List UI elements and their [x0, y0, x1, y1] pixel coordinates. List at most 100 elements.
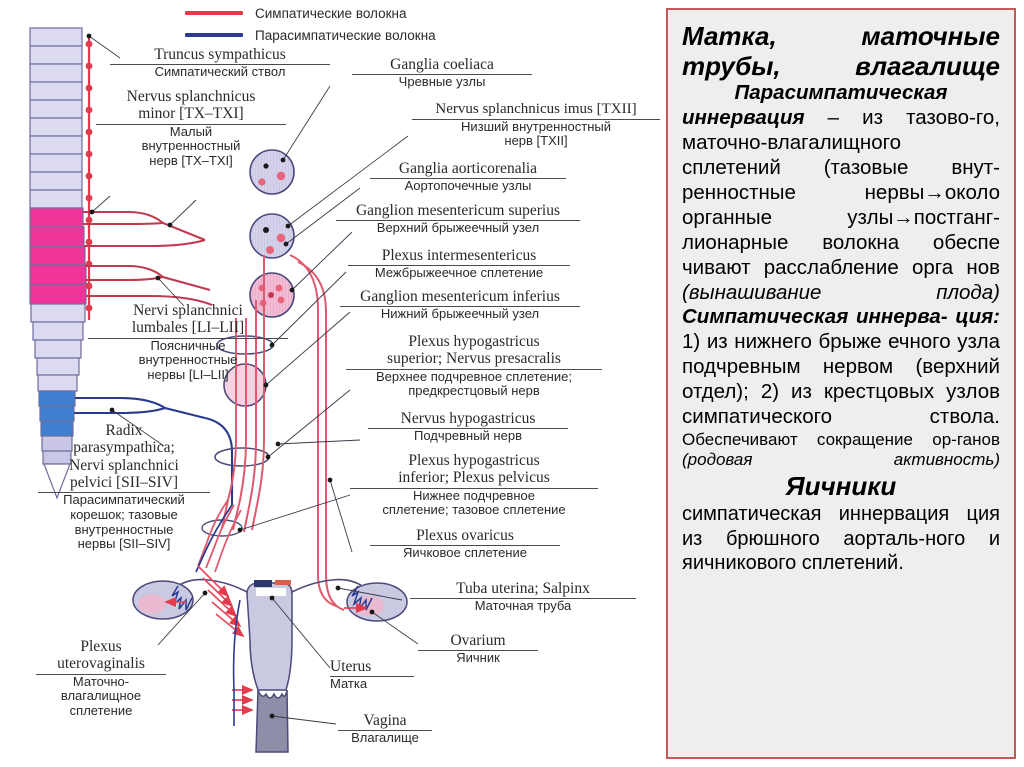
- fimbriae-left: [171, 585, 193, 611]
- label-plexus-intermesentericus: Plexus intermesentericus Межбрыжеечное с…: [348, 247, 570, 281]
- label-nervus-splanchnicus-minor: Nervus splanchnicus minor [TX–TXI] Малый…: [96, 88, 286, 168]
- label-vagina-russian: Влагалище: [351, 730, 419, 746]
- blue-line-swatch: [185, 33, 243, 37]
- label-plexus-ovaricus: Plexus ovaricus Яичковое сплетение: [370, 527, 560, 561]
- label-gmi-latin: Ganglion mesentericum inferius: [340, 288, 580, 308]
- label-radix-russian-1: Парасимпатический: [63, 492, 185, 508]
- label-radix-russian-4: нервы [SII–SIV]: [77, 536, 171, 552]
- label-phi-russian-2: сплетение; тазовое сплетение: [382, 502, 566, 518]
- description-panel: Матка, маточные трубы, влагалище Парасим…: [666, 8, 1016, 759]
- label-truncus-sympathicus-latin: Truncus sympathicus: [110, 46, 330, 66]
- label-radix-latin-2: parasympathica;: [73, 439, 175, 457]
- label-gms-latin: Ganglion mesentericum superius: [336, 202, 580, 222]
- splanchnic-nerves: [83, 210, 213, 306]
- legend-item-parasympathetic: Парасимпатические волокна: [185, 24, 485, 46]
- pelvic-splanchnic-nerves: [74, 396, 234, 505]
- fundus-detail-light: [256, 588, 286, 596]
- anatomy-diagram-svg: [29, 27, 419, 753]
- vaginal-arrows: [232, 684, 254, 716]
- pelvic-parasympathetic-fan: [195, 504, 233, 573]
- label-plexus-uterovaginalis-latin-1: Plexus: [80, 638, 122, 655]
- label-radix-latin-4: pelvici [SII–SIV]: [38, 474, 210, 494]
- label-phi-russian-1: Нижнее подчревное: [413, 487, 535, 503]
- legend-label-parasympathetic: Парасимпатические волокна: [255, 27, 436, 43]
- contraction-note-italic: (родовая активность): [682, 450, 1000, 470]
- ovaries-heading: Яичники: [785, 470, 897, 501]
- parasympathetic-italic-tail: (вынашивание плода): [682, 280, 1000, 304]
- label-radix-parasympathica: Radix parasympathica; Nervi splanchnici …: [38, 422, 210, 552]
- legend: Симпатические волокна Парасимпатические …: [185, 2, 485, 46]
- sympathetic-heading-line-2: ция:: [955, 305, 1000, 329]
- label-uterus: Uterus Матка: [330, 658, 414, 692]
- label-nervus-hypogastricus-russian: Подчревный нерв: [414, 428, 522, 444]
- label-uterus-russian: Матка: [330, 676, 368, 692]
- plexus-ovaricus-vessels: [289, 254, 345, 611]
- plexus-hypogastricus-superior-ring: [214, 447, 270, 467]
- uterine-tube-right: [291, 578, 363, 593]
- label-plexus-uterovaginalis: Plexus uterovaginalis Маточно- влагалищн…: [36, 638, 166, 718]
- label-ganglion-mesentericum-superius: Ganglion mesentericum superius Верхний б…: [336, 202, 580, 236]
- uterovaginal-arrows-left: [197, 565, 245, 638]
- parasympathetic-heading-line-1: Парасимпатическая: [734, 81, 948, 105]
- sympathetic-body-text: 1) из нижнего брыже ечного узла подчревн…: [682, 330, 1000, 429]
- label-radix-latin-1: Radix: [105, 422, 143, 439]
- label-plexus-intermesentericus-russian: Межбрыжеечное сплетение: [374, 265, 544, 281]
- label-ganglia-aorticorenalia-russian: Аортопочечные узлы: [404, 178, 532, 194]
- label-plexus-uterovaginalis-russian-3: сплетение: [69, 702, 133, 718]
- label-plexus-uterovaginalis-russian-2: влагалищное: [60, 688, 142, 704]
- label-uterus-latin: Uterus: [330, 658, 414, 678]
- leader-lines: [86, 33, 419, 725]
- label-n-splanchnicus-minor-latin-1: Nervus splanchnicus: [126, 88, 256, 105]
- label-ovarium-latin: Ovarium: [418, 632, 538, 652]
- parasympathetic-heading-line-2: иннервация: [682, 106, 805, 130]
- sympathetic-heading-line-1: Симпатическая иннерва-: [682, 305, 948, 329]
- vagina: [255, 689, 289, 753]
- label-ganglia-coeliaca-russian: Чревные узлы: [398, 74, 486, 90]
- label-n-splanchnicus-imus-russian-1: Низший внутренностный: [460, 118, 611, 134]
- label-nervus-hypogastricus-latin: Nervus hypogastricus: [368, 410, 568, 430]
- label-n-splanchnicus-minor-russian-2: внутренностный: [141, 138, 241, 154]
- fundus-detail-dark: [254, 580, 272, 587]
- parasympathetic-paragraph: Парасимпатическая иннервация – из тазово…: [682, 81, 1000, 305]
- label-plexus-ovaricus-latin: Plexus ovaricus: [370, 527, 560, 547]
- label-nervi-splanchnici-lumbales: Nervi splanchnici lumbales [LI–LII] Пояс…: [88, 302, 288, 382]
- label-ganglia-coeliaca-latin: Ganglia coeliaca: [352, 56, 532, 76]
- label-n-splanchnicus-minor-russian-3: нерв [TX–TXI]: [149, 152, 233, 168]
- label-nn-lumbales-russian-3: нервы [LI–LII]: [147, 366, 229, 382]
- label-plexus-uterovaginalis-russian-1: Маточно-: [72, 673, 130, 689]
- label-nervus-hypogastricus: Nervus hypogastricus Подчревный нерв: [368, 410, 568, 444]
- label-radix-russian-2: корешок; тазовые: [70, 506, 178, 522]
- hypogastric-nerve-fan: [197, 499, 242, 573]
- label-ganglia-aorticorenalia-latin: Ganglia aorticorenalia: [370, 160, 566, 180]
- label-nn-lumbales-russian-1: Поясничные: [150, 337, 226, 353]
- legend-item-sympathetic: Симпатические волокна: [185, 2, 485, 24]
- label-nn-lumbales-russian-2: внутренностные: [138, 352, 238, 368]
- label-tuba-uterina-latin: Tuba uterina; Salpinx: [410, 580, 636, 600]
- label-n-splanchnicus-imus-latin: Nervus splanchnicus imus [TXII]: [412, 101, 660, 120]
- label-phi-latin-1: Plexus hypogastricus: [408, 452, 540, 469]
- label-plexus-ovaricus-russian: Яичковое сплетение: [403, 545, 527, 561]
- label-ganglion-mesentericum-inferius: Ganglion mesentericum inferius Нижний бр…: [340, 288, 580, 322]
- contraction-note: Обеспечивают сокращение ор-ганов (родова…: [682, 430, 1000, 471]
- label-n-splanchnicus-minor-russian-1: Малый: [169, 123, 213, 139]
- label-vagina: Vagina Влагалище: [338, 712, 432, 746]
- label-ganglia-coeliaca: Ganglia coeliaca Чревные узлы: [352, 56, 532, 90]
- uterus-organ-group: [132, 565, 408, 753]
- ganglion-aorticorenale: [249, 213, 295, 259]
- label-n-splanchnicus-imus-russian-2: нерв [TXII]: [504, 133, 568, 149]
- label-nn-lumbales-latin-2: lumbales [LI–LII]: [88, 319, 288, 339]
- label-phs-russian-2: предкрестцовый нерв: [408, 383, 540, 399]
- anatomy-diagram: Симпатические волокна Парасимпатические …: [29, 2, 660, 753]
- label-radix-russian-3: внутренностные: [74, 521, 174, 537]
- label-gmi-russian: Нижний брыжеечный узел: [380, 306, 540, 322]
- parasympathetic-body-text: – из тазово-го, маточно-влагалищного спл…: [682, 106, 1000, 279]
- uterus-body: [246, 582, 293, 691]
- parasympathetic-vaginal-branch: [232, 599, 241, 726]
- aortic-plexus-trunks: [221, 255, 265, 533]
- label-ganglia-aorticorenalia: Ganglia aorticorenalia Аортопочечные узл…: [370, 160, 566, 194]
- label-nn-lumbales-latin-1: Nervi splanchnici: [133, 302, 243, 319]
- label-plexus-hypogastricus-superior: Plexus hypogastricus superior; Nervus pr…: [346, 333, 602, 399]
- spinal-cord-column: [29, 27, 87, 500]
- label-truncus-sympathicus-russian: Симпатический ствол: [154, 64, 286, 80]
